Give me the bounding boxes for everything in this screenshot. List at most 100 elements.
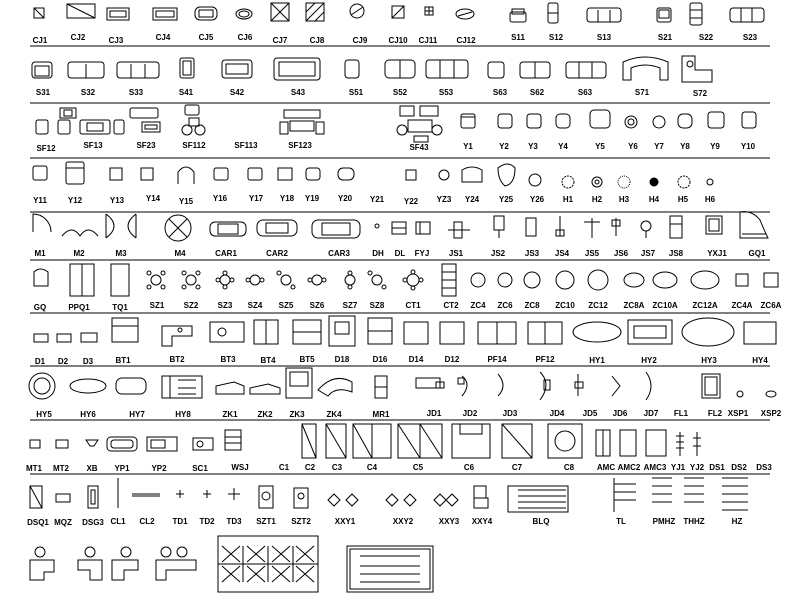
symbols-row-1 <box>33 2 765 26</box>
symbol-label: WSJ <box>231 463 248 472</box>
symbol-label: BLQ <box>533 517 550 526</box>
symbol-label: ZK2 <box>257 410 273 419</box>
symbol-label: D18 <box>335 355 350 364</box>
symbol-label: CJ7 <box>273 36 288 45</box>
symbol-label: DS3 <box>756 463 772 472</box>
symbol-label: DS1 <box>709 463 725 472</box>
symbol-label: CJ1 <box>33 36 48 45</box>
symbol-label: PF12 <box>535 355 555 364</box>
symbol-label: C8 <box>564 463 575 472</box>
symbol-label: H3 <box>619 195 630 204</box>
symbol-label: S12 <box>549 33 564 42</box>
symbol-label: ZK3 <box>289 410 305 419</box>
symbol-label: MT1 <box>26 464 43 473</box>
symbol-label: S72 <box>693 89 708 98</box>
symbol-label: D16 <box>373 355 388 364</box>
symbol-label: JD6 <box>613 409 628 418</box>
symbol-label: SZ6 <box>310 301 325 310</box>
symbol-label: XSP2 <box>761 409 782 418</box>
symbol-label: S71 <box>635 88 650 97</box>
symbol-label: SZ2 <box>184 301 199 310</box>
symbol-label: Y25 <box>499 195 514 204</box>
symbols-row-11 <box>29 535 434 593</box>
label-row-8: HY5 HY6 HY7 HY8 ZK1 ZK2 ZK3 ZK4 MR1 JD1 … <box>36 409 782 419</box>
symbol-label: DL <box>395 249 406 258</box>
symbol-label: S31 <box>36 88 51 97</box>
symbol-label: JS7 <box>641 249 656 258</box>
symbol-label: CJ2 <box>71 33 86 42</box>
label-row-5: M1 M2 M3 M4 CAR1 CAR2 CAR3 DH DL FYJ JS1… <box>34 249 766 258</box>
symbol-label: GQ1 <box>749 249 766 258</box>
symbol-label: JS2 <box>491 249 506 258</box>
symbol-label: D3 <box>83 357 94 366</box>
symbol-label: SF112 <box>182 141 206 150</box>
symbol-label: S43 <box>291 88 306 97</box>
symbol-label: THHZ <box>683 517 704 526</box>
symbol-label: ZC6 <box>497 301 513 310</box>
symbol-label: C5 <box>413 463 424 472</box>
symbols-row-9 <box>29 423 701 459</box>
symbol-label: MQZ <box>54 518 72 527</box>
symbol-label: H6 <box>705 195 716 204</box>
symbol-label: CT2 <box>443 301 459 310</box>
label-row-7: D1 D2 D3 BT1 BT2 BT3 BT4 BT5 D18 D16 D14… <box>35 355 768 366</box>
symbol-label: CL1 <box>110 517 126 526</box>
symbol-label: Y18 <box>280 194 295 203</box>
symbol-label: Y8 <box>680 142 690 151</box>
symbol-label: S33 <box>129 88 144 97</box>
symbol-label: HY7 <box>129 410 145 419</box>
symbol-label: S63 <box>493 88 508 97</box>
symbol-label: JS5 <box>585 249 600 258</box>
symbol-label: S53 <box>439 88 454 97</box>
symbol-label: JD1 <box>427 409 442 418</box>
symbol-label: CL2 <box>139 517 155 526</box>
symbol-label: DS2 <box>731 463 747 472</box>
label-row-1: CJ1 CJ2 CJ3 CJ4 CJ5 CJ6 CJ7 CJ8 CJ9 CJ10… <box>33 33 758 45</box>
symbol-label: BT4 <box>260 356 276 365</box>
symbol-label: SZT1 <box>256 517 276 526</box>
symbol-label: SZ4 <box>248 301 263 310</box>
symbol-label: D2 <box>58 357 69 366</box>
symbol-label: SF113 <box>234 141 258 150</box>
symbol-label: YP1 <box>114 464 130 473</box>
symbol-label: S21 <box>658 33 673 42</box>
symbol-label: JD5 <box>583 409 598 418</box>
symbols-row-6 <box>33 263 779 297</box>
symbol-label: SZ3 <box>218 301 233 310</box>
symbols-row-3 <box>35 104 757 143</box>
symbol-label: C6 <box>464 463 475 472</box>
symbol-label: CJ6 <box>238 33 253 42</box>
symbol-label: YJ1 <box>671 463 686 472</box>
symbol-label: XB <box>86 464 97 473</box>
symbol-label: Y26 <box>530 195 545 204</box>
symbol-label: H1 <box>563 195 574 204</box>
symbol-label: Y15 <box>179 197 194 206</box>
symbol-label: M2 <box>73 249 85 258</box>
symbol-label: CAR3 <box>328 249 350 258</box>
symbol-label: ZK4 <box>326 410 342 419</box>
symbol-label: ZC8A <box>624 301 645 310</box>
symbol-label: PF14 <box>487 355 507 364</box>
symbol-label: XSP1 <box>728 409 749 418</box>
symbol-label: S23 <box>743 33 758 42</box>
symbol-label: S63 <box>578 88 593 97</box>
symbol-label: C7 <box>512 463 523 472</box>
symbol-label: Y4 <box>558 142 568 151</box>
symbol-label: Y22 <box>404 197 419 206</box>
symbol-label: BT2 <box>169 355 185 364</box>
label-row-10: DSQ1 MQZ DSG3 CL1 CL2 TD1 TD2 TD3 SZT1 S… <box>27 517 742 527</box>
symbol-label: Y1 <box>463 142 473 151</box>
symbol-label: S32 <box>81 88 96 97</box>
symbol-label: S41 <box>179 88 194 97</box>
symbol-label: CJ3 <box>109 36 124 45</box>
symbol-label: S22 <box>699 33 714 42</box>
symbol-label: ZC12 <box>588 301 608 310</box>
symbol-label: Y21 <box>370 195 385 204</box>
symbol-label: JD2 <box>463 409 478 418</box>
symbols-row-5 <box>32 211 769 242</box>
symbol-label: YXJ1 <box>707 249 727 258</box>
symbol-label: D1 <box>35 357 46 366</box>
label-row-6: GQ PPQ1 TQ1 SZ1 SZ2 SZ3 SZ4 SZ5 SZ6 SZ7 … <box>34 301 782 312</box>
symbol-label: FL1 <box>674 409 689 418</box>
symbol-label: YJ2 <box>690 463 705 472</box>
